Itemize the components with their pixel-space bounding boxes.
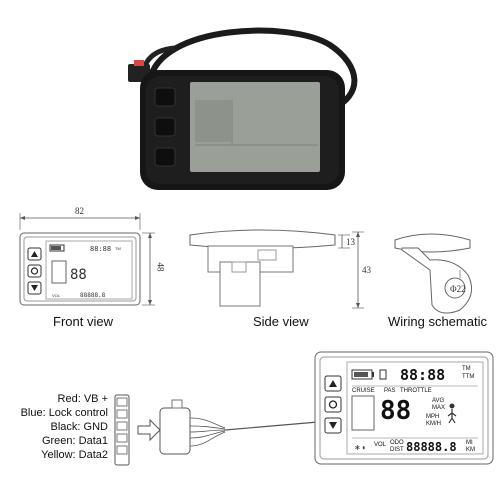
side-height-dimension: 43 [362,265,371,275]
display-walk-icon [449,403,455,409]
svg-text:88:88: 88:88 [90,245,111,253]
display-bluetooth-icon: ∗ [354,443,361,452]
wire-label-black: Black: GND [50,421,108,433]
display-mph-label: MPH [426,414,440,420]
front-button-power-icon [27,264,42,278]
display-throttle-label: THROTTLE [400,388,432,394]
clamp-hole-icon [444,277,466,299]
wiring-diagram [114,394,319,466]
front-view-label: Front view [53,314,113,329]
depth-dimension: 13 [346,237,355,247]
svg-text:88: 88 [70,267,87,283]
clamp-drawing [394,233,473,314]
wire-plug [159,407,191,455]
side-view-drawing [189,229,336,307]
photo-button-power [154,117,176,137]
front-view-drawing: 88:88 TM 88 VOL 88888.8 [19,232,141,306]
display-max-label: MAX [432,405,446,411]
front-height-dimension: 48 [155,262,166,272]
product-photo [128,27,358,190]
display-cruise-label: CRUISE [352,388,375,394]
diameter-dimension: Φ22 [450,284,466,294]
wire-label-red: Red: VB + [57,393,108,405]
display-tm-label: TM [462,366,471,372]
display-speed-digits: 88 [380,396,412,426]
display-odo-digits: 88888.8 [406,440,457,454]
photo-button-down [154,147,176,167]
display-time-digits: 88:88 [400,366,446,384]
display-kmh-label: KM/H [426,421,441,427]
svg-text:VOL: VOL [52,293,61,298]
side-view-label: Side view [253,314,309,329]
display-ttm-label: TTM [462,374,475,380]
display-pas-label: PAS [384,388,396,394]
wiring-schematic-label: Wiring schematic [388,314,487,329]
svg-text:TM: TM [115,246,121,251]
svg-text:88888.8: 88888.8 [80,292,106,299]
wire-cable [224,421,319,431]
display-dist-label: DIST [390,447,404,453]
display-vol-label: VOL [374,442,387,448]
display-km-label: KM [466,447,475,453]
side-dimension-lines [338,231,364,309]
wire-arrow-icon [137,418,161,442]
display-button-power-icon [324,396,342,413]
display-mi-label: MI [466,440,473,446]
display-headlight-icon: ◐ [362,443,367,452]
wire-label-blue: Blue: Lock control [20,407,108,419]
display-light-icon [379,369,387,380]
display-odo-label: ODO [390,440,404,446]
display-drawing-large: ∗ ◐ [314,351,494,465]
display-avg-label: AVG [432,398,445,404]
front-battery-icon [49,244,65,252]
display-outline [314,351,494,465]
width-dimension: 82 [75,206,84,216]
wire-label-yellow: Yellow: Data2 [41,449,108,461]
front-dimension-lines [19,213,155,306]
cable-loop [147,27,358,113]
photo-button-up [154,87,176,107]
wire-label-green: Green: Data1 [41,435,108,447]
